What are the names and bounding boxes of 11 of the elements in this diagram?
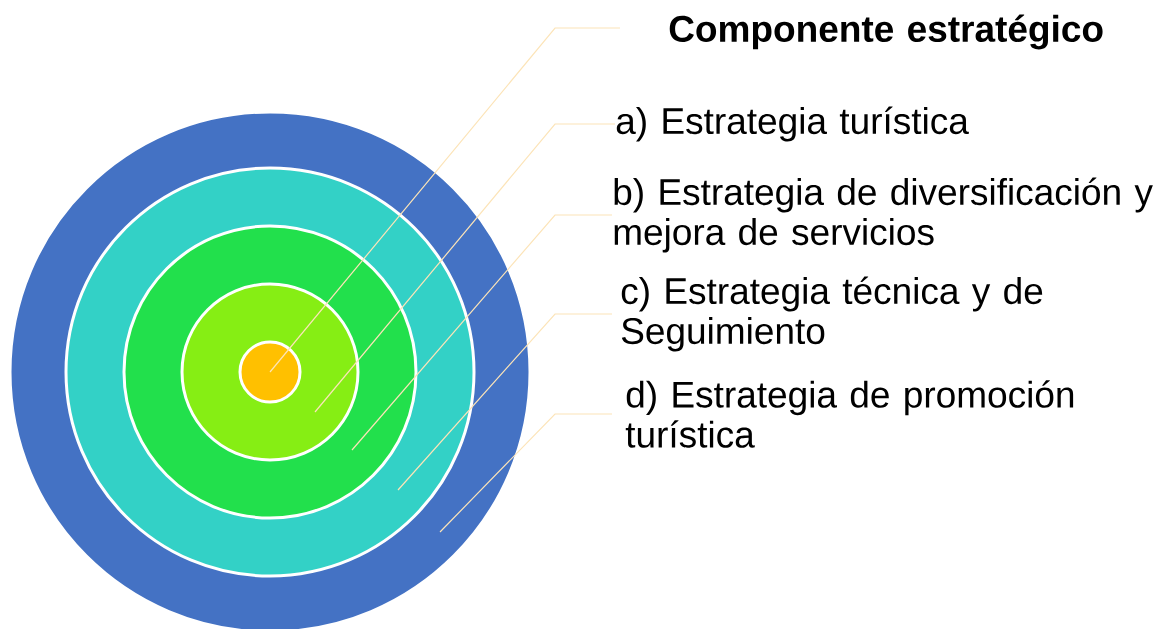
ring-circle [238,340,302,404]
leader-line [439,413,613,533]
leader-line [351,214,613,451]
label-text: d) Estrategia de promoción turística [625,380,1074,448]
leader-line [314,123,616,413]
leader-line [397,313,613,491]
leader-line [269,27,621,373]
label-text: c) Estrategia técnica y de Seguimiento [621,276,1043,352]
heading-text: Componente estratégico [669,14,1103,50]
label-text: a) Estrategia turística [616,106,969,142]
label-text: b) Estrategia de diversificación y mejora de servicios [614,177,1153,253]
